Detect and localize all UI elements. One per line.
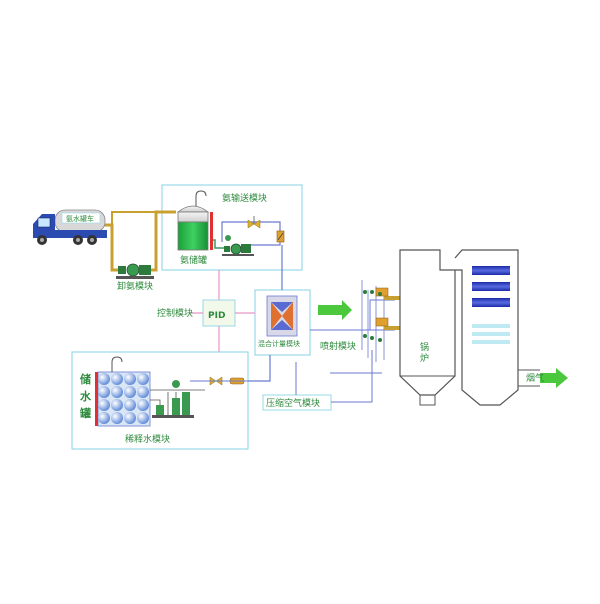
tank-ball xyxy=(98,386,110,398)
flue-duct xyxy=(454,249,540,406)
tank-ball xyxy=(111,373,123,385)
ammonia-pipe-pump-to-tank xyxy=(150,210,176,272)
ammonia-pipe-top xyxy=(111,211,160,225)
pipe-transport-to-meter xyxy=(250,238,281,246)
boiler xyxy=(399,249,456,406)
control-module-label: 控制模块 xyxy=(157,307,193,319)
pipe-compressed-air xyxy=(295,350,382,403)
tank-ball xyxy=(98,373,110,385)
truck-tank-label: 氨水罐车 xyxy=(66,214,94,223)
spray-module-label: 喷射模块 xyxy=(320,340,356,352)
water-tank-label-char2: 水 xyxy=(80,389,92,403)
flue-gas-arrow xyxy=(540,368,568,388)
ammonia-truck xyxy=(33,209,107,245)
pid-label: PID xyxy=(208,311,225,321)
tank-ball xyxy=(98,399,110,411)
pipe-spray-manifold xyxy=(361,280,385,362)
unload-pump xyxy=(116,263,154,279)
storage-tank-label: 氨储罐 xyxy=(180,254,207,266)
flow-meter xyxy=(276,230,285,243)
unload-module-label: 卸氨模块 xyxy=(117,280,153,292)
water-tank-fill-pattern xyxy=(98,373,149,424)
mixing-unit xyxy=(266,295,298,337)
tank-ball xyxy=(137,386,149,398)
ammonia-storage-tank xyxy=(176,190,213,251)
tank-ball xyxy=(137,373,149,385)
transport-pumps xyxy=(222,216,261,256)
pipe-water-to-mixing xyxy=(248,355,271,382)
water-tank-label-char1: 储 xyxy=(80,372,91,386)
tank-ball xyxy=(111,386,123,398)
flow-arrow-to-spray xyxy=(318,300,352,320)
tank-ball xyxy=(98,412,110,424)
boiler-label-char2: 炉 xyxy=(420,352,429,364)
tank-ball xyxy=(111,412,123,424)
boiler-label-char1: 锅 xyxy=(420,342,429,353)
water-tank-label-char3: 罐 xyxy=(79,406,91,420)
tank-ball xyxy=(124,399,136,411)
flue-gas-label: 烟气 xyxy=(526,372,544,384)
dilution-module-label: 稀释水模块 xyxy=(125,433,170,445)
mixing-module-label: 混合计量模块 xyxy=(258,339,300,348)
tank-ball xyxy=(124,412,136,424)
tank-ball xyxy=(137,412,149,424)
dilution-pumps xyxy=(150,376,248,418)
tank-ball xyxy=(111,399,123,411)
transport-module-border xyxy=(161,184,303,271)
tank-ball xyxy=(124,373,136,385)
tank-ball xyxy=(124,386,136,398)
ammonia-pipe-truck-to-pump xyxy=(103,223,120,272)
compressed-air-module-label: 压缩空气模块 xyxy=(266,397,320,409)
transport-module-label: 氨输送模块 xyxy=(222,192,267,204)
tank-ball xyxy=(137,399,149,411)
dilution-module-border xyxy=(71,351,249,450)
